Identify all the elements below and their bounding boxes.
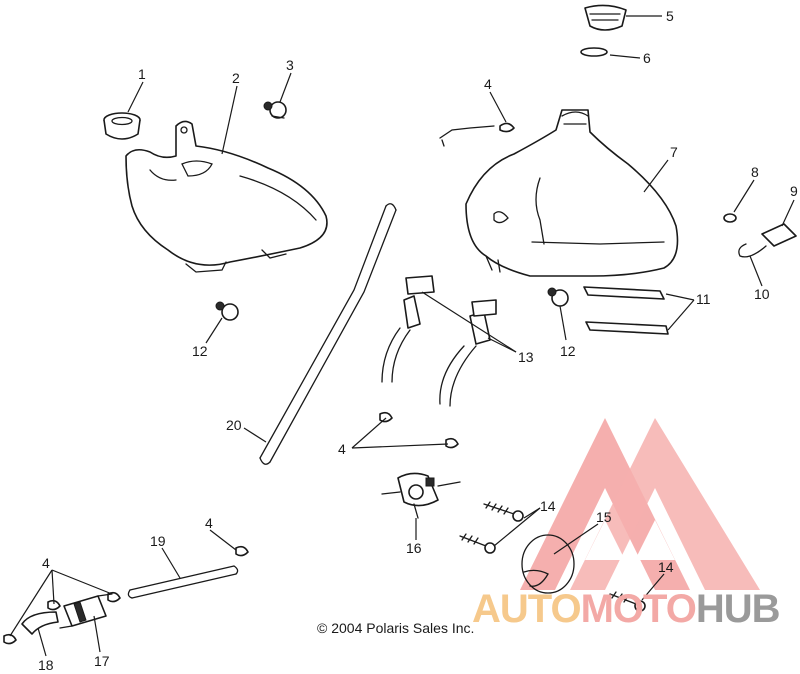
watermark-logo-icon [520,418,760,590]
part-14-screw-c [609,591,646,612]
callout-15: 15 [596,509,612,525]
callout-13: 13 [518,349,534,365]
leader-lines [9,15,795,657]
part-4-clip-top [439,122,515,147]
callout-5: 5 [666,8,674,24]
callout-4-bottom-right: 4 [205,515,213,531]
callout-7: 7 [670,144,678,160]
part-14-screw-a [483,501,524,522]
part-4-clip-bottom-a [3,633,17,645]
part-13-hose-left [381,275,435,383]
part-17-filter [59,593,113,629]
part-4-clip-mid-a [379,411,393,423]
callout-14-lower: 14 [658,559,674,575]
callout-4-top: 4 [484,76,492,92]
copyright-text: © 2004 Polaris Sales Inc. [317,620,474,636]
callout-1: 1 [138,66,146,82]
part-9-10-sensor [738,223,797,258]
part-19-hose [127,565,239,599]
part-15-plate [521,534,575,594]
part-4-clip-bottom-b [47,599,61,611]
part-4-clip-bottom-c [107,591,121,603]
part-8-grommet [723,213,737,223]
callout-6: 6 [643,50,651,66]
part-2-rear-tank [125,120,328,273]
part-11-strips [583,286,669,335]
part-12-grommet-left [215,301,239,321]
part-4-clip-bottom-right [235,545,249,557]
callout-19: 19 [150,533,166,549]
callout-12-left: 12 [192,343,208,359]
part-16-valve [381,472,461,519]
callout-16: 16 [406,540,422,556]
callout-11: 11 [696,291,711,307]
part-18-elbow-hose [21,611,59,635]
callout-17: 17 [94,653,110,669]
part-3-grommet [263,101,287,119]
part-14-screw-b [459,533,496,554]
watermark-auto: AUTO [472,587,581,631]
callout-12-right: 12 [560,343,576,359]
part-12-grommet-right [547,287,569,307]
watermark-moto: MOTO [581,587,696,631]
callout-9: 9 [790,183,798,199]
callout-18: 18 [38,657,54,673]
part-4-clip-mid-b [445,437,459,449]
callout-20: 20 [226,417,242,433]
callout-labels: 1 2 3 4 5 6 7 8 9 10 11 12 12 13 20 4 14… [38,8,798,673]
callout-3: 3 [286,57,294,73]
part-1-filler-cap [103,112,141,140]
part-7-front-tank [465,109,679,277]
watermark-hub: HUB [696,587,780,631]
callout-10: 10 [754,286,770,302]
callout-4-bottom-left: 4 [42,555,50,571]
callout-8: 8 [751,164,759,180]
part-6-gasket [580,47,608,57]
part-13-hose-right [439,299,497,407]
callout-2: 2 [232,70,240,86]
part-20-long-hose [259,203,397,465]
part-5-cap [584,4,627,31]
watermark-text: AUTOMOTOHUB [472,587,780,631]
callout-14-upper: 14 [540,498,556,514]
callout-4-mid: 4 [338,441,346,457]
